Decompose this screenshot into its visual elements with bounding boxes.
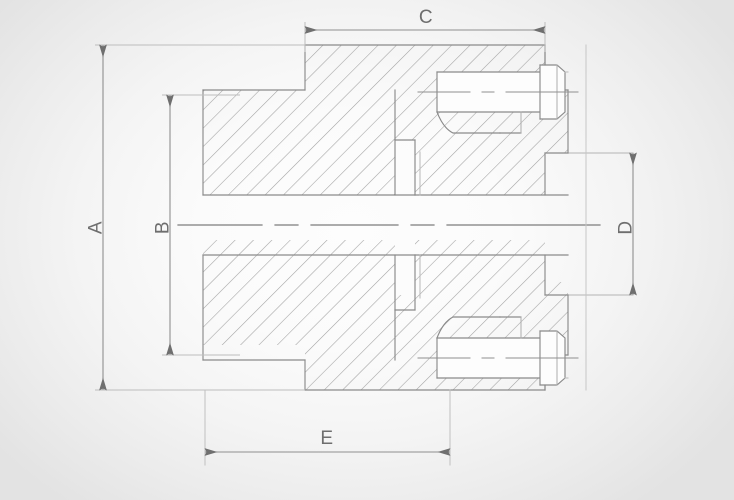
dimension-lines xyxy=(95,22,637,456)
flange-body-upper-hatch xyxy=(203,45,568,195)
dimension-label-c: C xyxy=(418,7,434,28)
dimension-label-b: B xyxy=(152,220,174,235)
bolt-seat-fillet-lower xyxy=(436,316,501,339)
part-geometry xyxy=(177,44,634,466)
dimension-B xyxy=(162,94,240,356)
dimension-label-e: E xyxy=(320,428,334,449)
bolt-upper xyxy=(417,64,579,134)
bolt-lower xyxy=(417,316,579,386)
bolt-seat-fillet-upper xyxy=(436,111,501,134)
dimension-label-d: D xyxy=(615,220,637,235)
dimension-C xyxy=(304,22,546,52)
upper-half xyxy=(202,44,634,196)
lower-half xyxy=(202,240,634,391)
dimension-label-a: A xyxy=(85,220,107,235)
dimension-A xyxy=(95,44,305,391)
